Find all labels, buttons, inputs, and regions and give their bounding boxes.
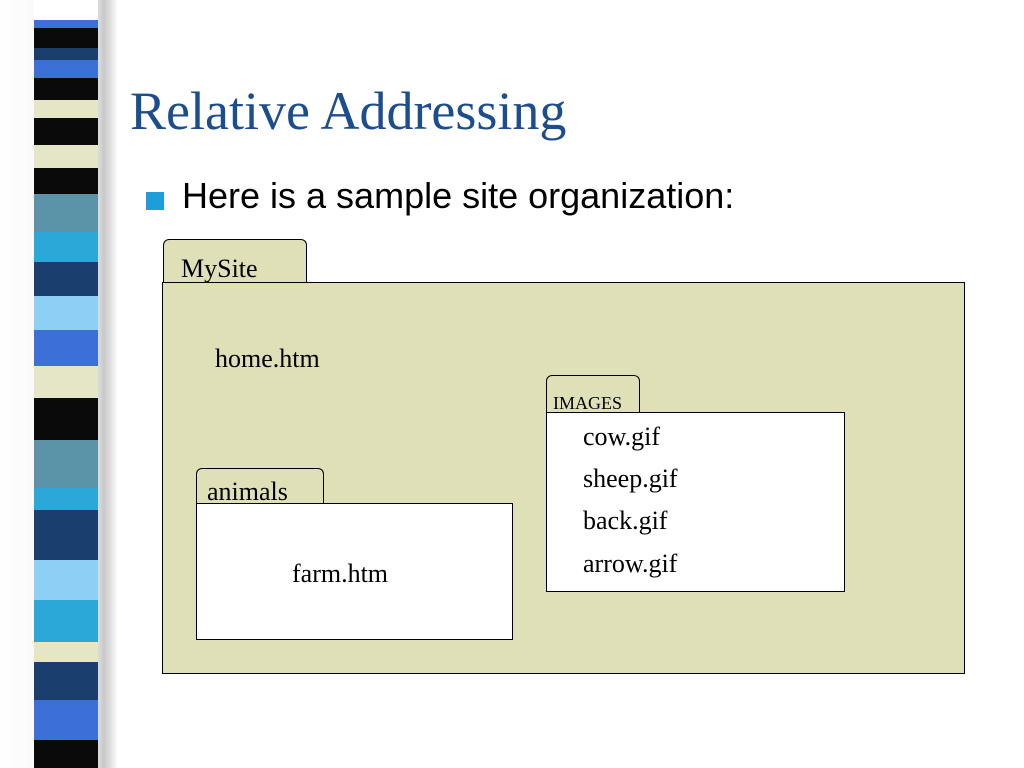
stripe-segment xyxy=(34,560,98,600)
stripe-segment xyxy=(34,366,98,398)
decorative-stripe-band xyxy=(0,0,118,768)
stripe-segment xyxy=(34,232,98,262)
stripe-segment xyxy=(34,28,98,48)
file-home-htm: home.htm xyxy=(215,344,320,373)
bullet-square-icon xyxy=(146,192,164,210)
slide-title: Relative Addressing xyxy=(130,81,567,141)
file-sheep-gif: sheep.gif xyxy=(583,464,678,493)
stripe-segment xyxy=(34,60,98,78)
stripe-segment xyxy=(34,740,98,768)
stripe-segment xyxy=(34,488,98,510)
stripe-segment xyxy=(34,700,98,740)
stripe-segment xyxy=(34,398,98,440)
file-back-gif: back.gif xyxy=(583,506,668,535)
stripe-segment xyxy=(34,118,98,145)
stripe-segment xyxy=(34,510,98,560)
stripe-segment xyxy=(34,440,98,488)
file-farm-htm: farm.htm xyxy=(292,559,389,588)
bullet-text: Here is a sample site organization: xyxy=(182,175,735,216)
file-cow-gif: cow.gif xyxy=(583,422,661,451)
stripe-segment xyxy=(34,20,98,28)
stripe-segment xyxy=(34,0,98,20)
stripe-segment xyxy=(34,78,98,100)
stripe-segment xyxy=(34,600,98,642)
folder-tab-images: IMAGES xyxy=(546,375,640,413)
stripe-segment xyxy=(34,662,98,700)
stripe-segment xyxy=(34,330,98,366)
stripe-segment xyxy=(34,48,98,60)
stripe-segment xyxy=(34,194,98,232)
stripe-segment xyxy=(34,100,98,118)
stripe-segment xyxy=(34,262,98,296)
folder-images xyxy=(546,412,845,592)
stripe-segment xyxy=(34,296,98,330)
stripe-segment xyxy=(34,168,98,194)
stripe-segment xyxy=(34,642,98,662)
folder-tab-mysite: MySite xyxy=(163,239,307,283)
stripe-column xyxy=(34,0,98,768)
stripe-segment xyxy=(34,145,98,168)
file-arrow-gif: arrow.gif xyxy=(583,549,678,578)
folder-animals xyxy=(196,503,513,640)
folder-tab-animals: animals xyxy=(196,468,324,506)
